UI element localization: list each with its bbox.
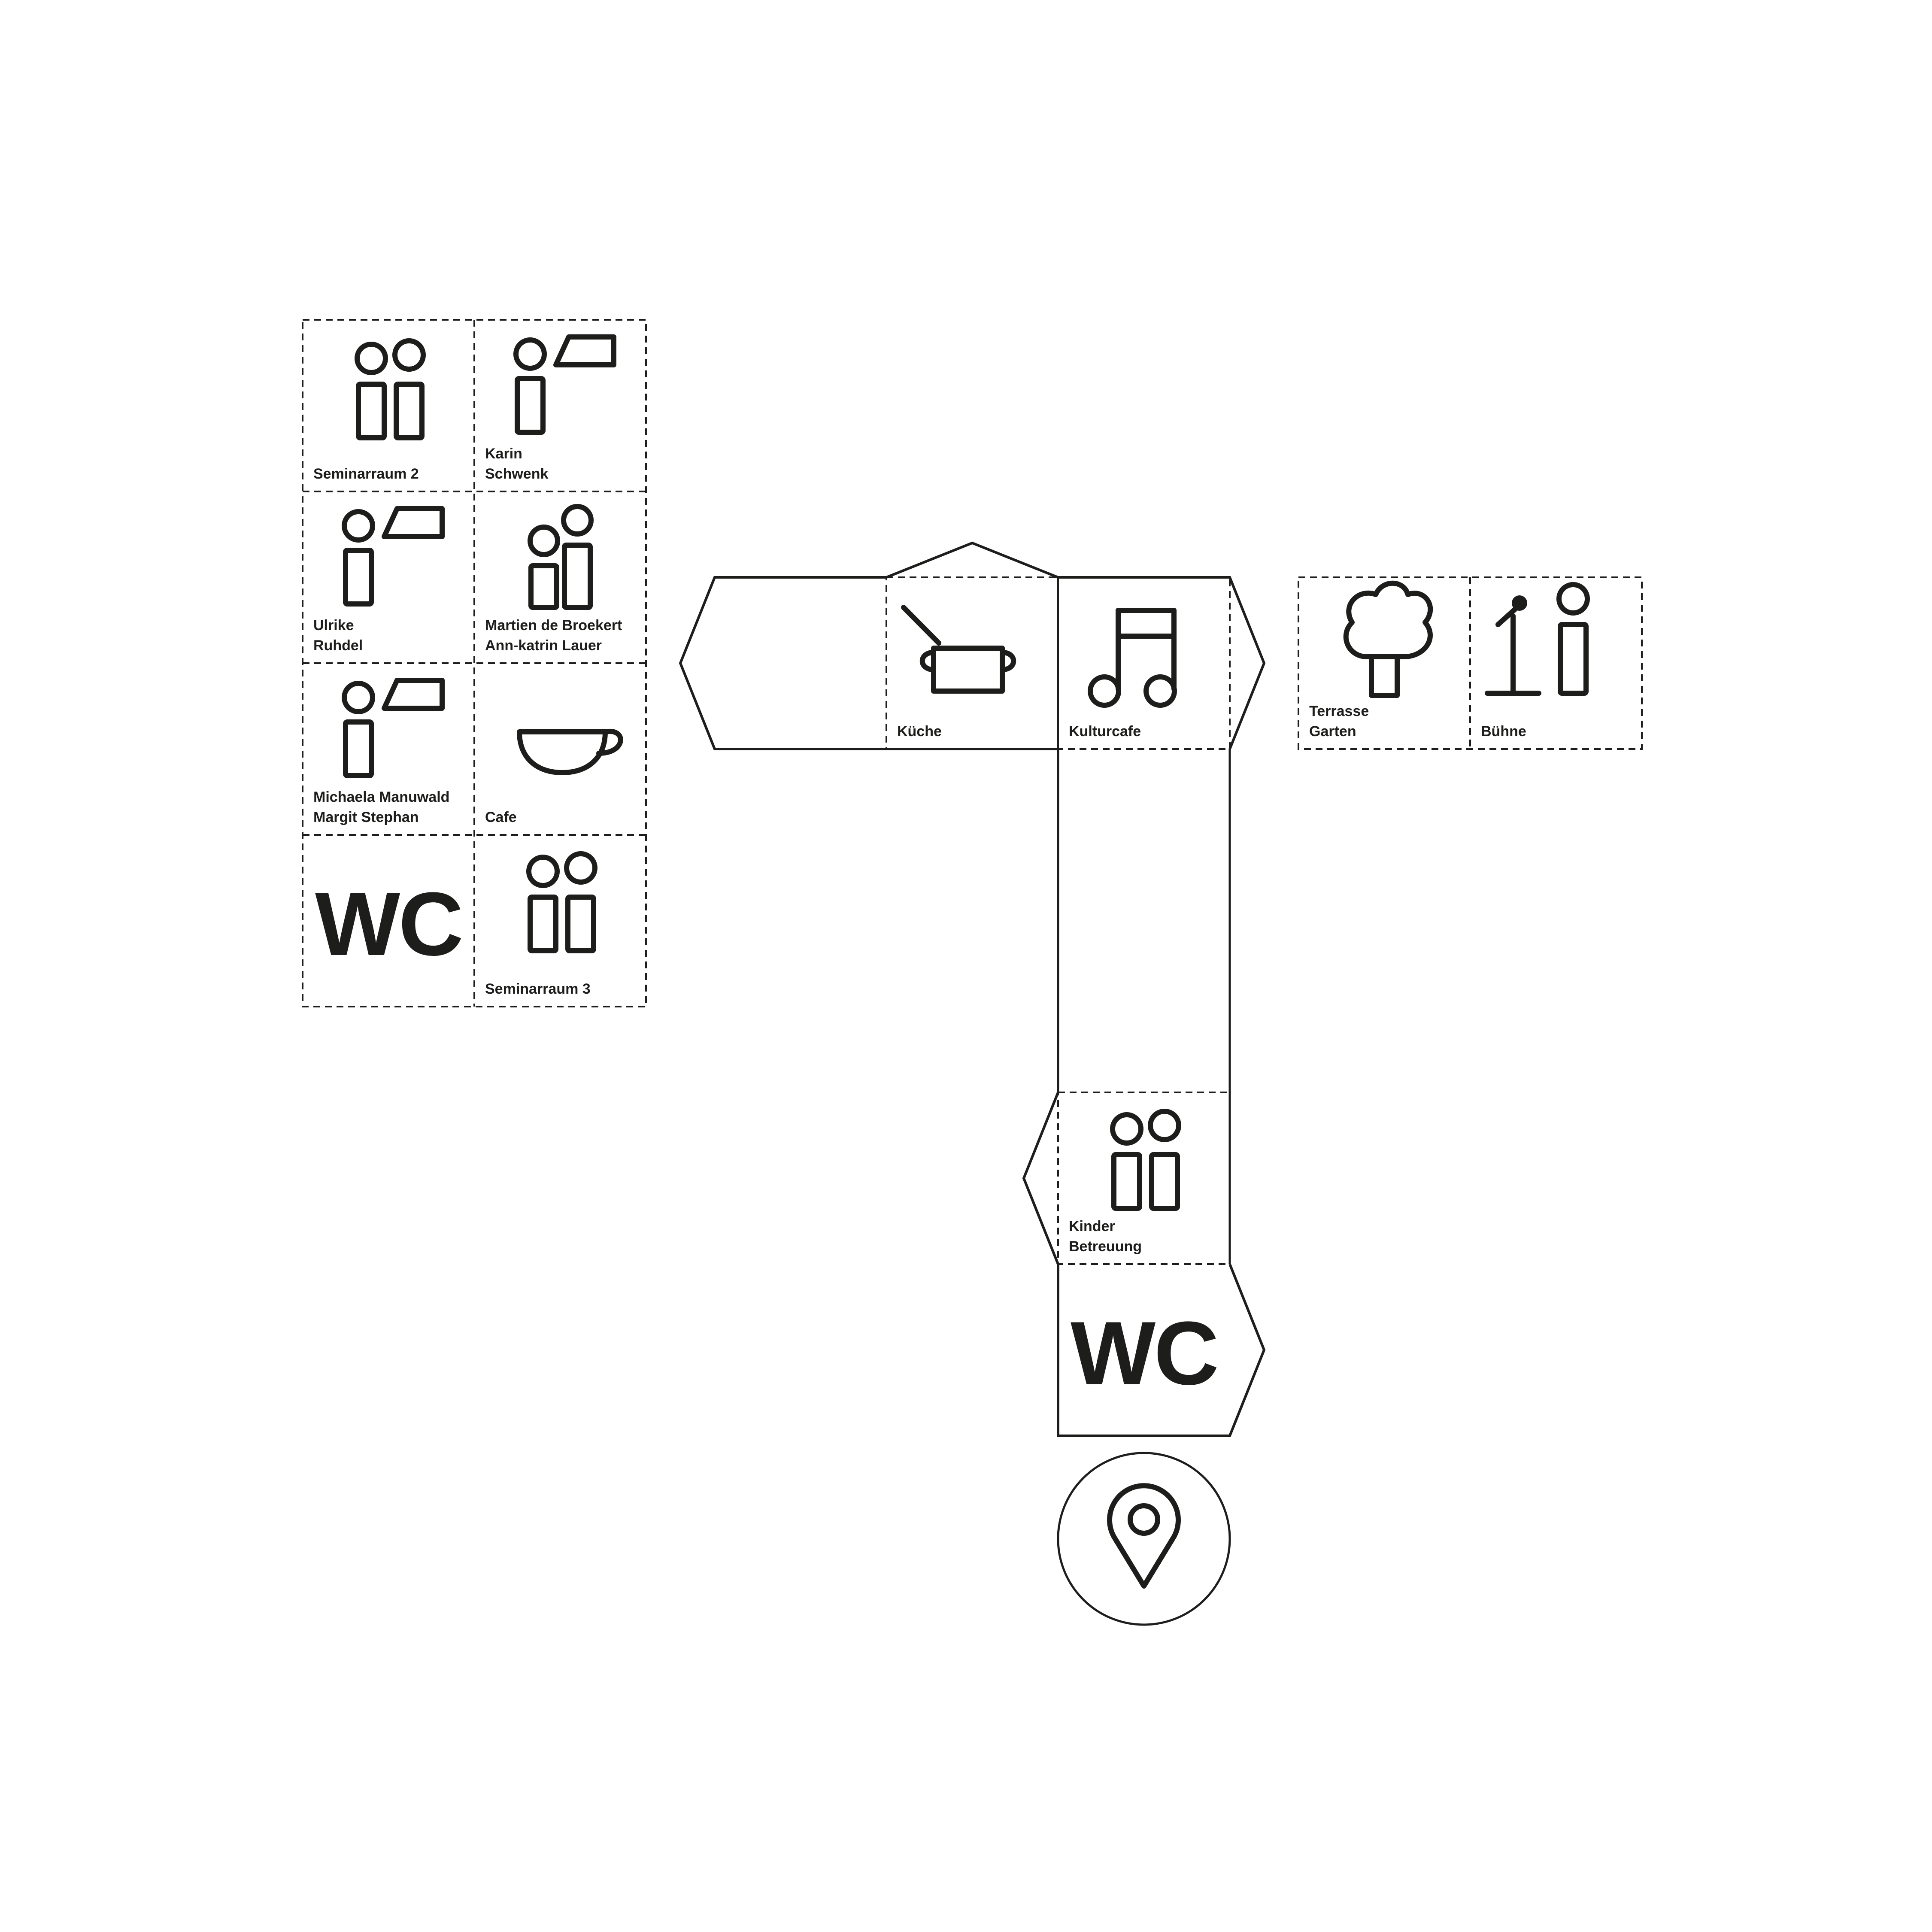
cup-icon	[519, 731, 621, 773]
area-terrasse-line2: Garten	[1309, 723, 1356, 740]
room-kinder-betreuung: Kinder Betreuung	[1069, 1111, 1179, 1255]
location-pin-icon	[1110, 1486, 1178, 1586]
room-wc: WC	[1071, 1303, 1219, 1404]
legend-ulrike-line2: Ruhdel	[313, 637, 363, 654]
room-kulturcafe-label: Kulturcafe	[1069, 723, 1141, 740]
legend-seminarraum-2-label: Seminarraum 2	[313, 466, 419, 482]
room-wc-label: WC	[1071, 1303, 1217, 1404]
music-note-icon	[1090, 610, 1174, 705]
legend-karin-line1: Karin	[485, 446, 522, 462]
legend-cafe: Cafe	[485, 731, 621, 825]
two-persons-icon	[529, 854, 595, 951]
legend-karin-schwenk: Karin Schwenk	[485, 337, 614, 482]
legend-grid: Seminarraum 2 Karin Schwenk Ulrike Ruhde…	[302, 319, 647, 1007]
legend-martien-ann-katrin: Martien de Broekert Ann-katrin Lauer	[485, 507, 622, 654]
two-persons-icon	[1113, 1111, 1179, 1208]
adult-child-icon	[530, 507, 591, 607]
legend-wc: WC	[315, 873, 464, 974]
area-terrasse-line1: Terrasse	[1309, 703, 1369, 719]
speaker-icon	[516, 337, 614, 432]
legend-seminarraum-3: Seminarraum 3	[485, 854, 595, 997]
legend-seminarraum-2: Seminarraum 2	[313, 341, 423, 482]
legend-cafe-label: Cafe	[485, 809, 517, 825]
building-plan: Küche Kulturcafe Kinder Betreuung WC	[679, 541, 1266, 1626]
room-kulturcafe-box	[1057, 576, 1231, 750]
outdoor-areas: Terrasse Garten Bühne	[1298, 576, 1643, 750]
room-kueche: Küche	[897, 607, 1013, 740]
area-buehne: Bühne	[1481, 585, 1587, 740]
tree-icon	[1346, 583, 1430, 695]
speaker-icon	[344, 680, 442, 776]
room-kueche-box	[886, 576, 1059, 750]
legend-martien-line2: Ann-katrin Lauer	[485, 637, 602, 654]
location-marker	[1057, 1452, 1231, 1626]
legend-michaela-margit: Michaela Manuwald Margit Stephan	[313, 680, 449, 825]
room-kulturcafe: Kulturcafe	[1069, 610, 1174, 740]
legend-ulrike-ruhdel: Ulrike Ruhdel	[313, 509, 442, 654]
legend-michaela-line1: Michaela Manuwald	[313, 789, 449, 805]
legend-martien-line1: Martien de Broekert	[485, 617, 622, 634]
legend-michaela-line2: Margit Stephan	[313, 809, 419, 825]
two-persons-icon	[357, 341, 423, 438]
room-kinder-box	[1057, 1092, 1231, 1265]
wc-outline	[1057, 1263, 1266, 1437]
legend-wc-label: WC	[315, 873, 462, 974]
speaker-icon	[344, 509, 442, 604]
room-kinder-line1: Kinder	[1069, 1218, 1115, 1234]
microphone-person-icon	[1487, 585, 1587, 693]
legend-ulrike-line1: Ulrike	[313, 617, 354, 634]
room-kinder-line2: Betreuung	[1069, 1238, 1142, 1255]
pot-icon	[904, 607, 1013, 691]
legend-seminarraum-3-label: Seminarraum 3	[485, 981, 591, 997]
area-buehne-label: Bühne	[1481, 723, 1526, 740]
room-kueche-label: Küche	[897, 723, 942, 740]
kinder-outline	[1022, 1092, 1059, 1265]
left-wing-outline	[679, 576, 1058, 750]
area-terrasse-garten: Terrasse Garten	[1309, 583, 1430, 740]
legend-karin-line2: Schwenk	[485, 466, 548, 482]
